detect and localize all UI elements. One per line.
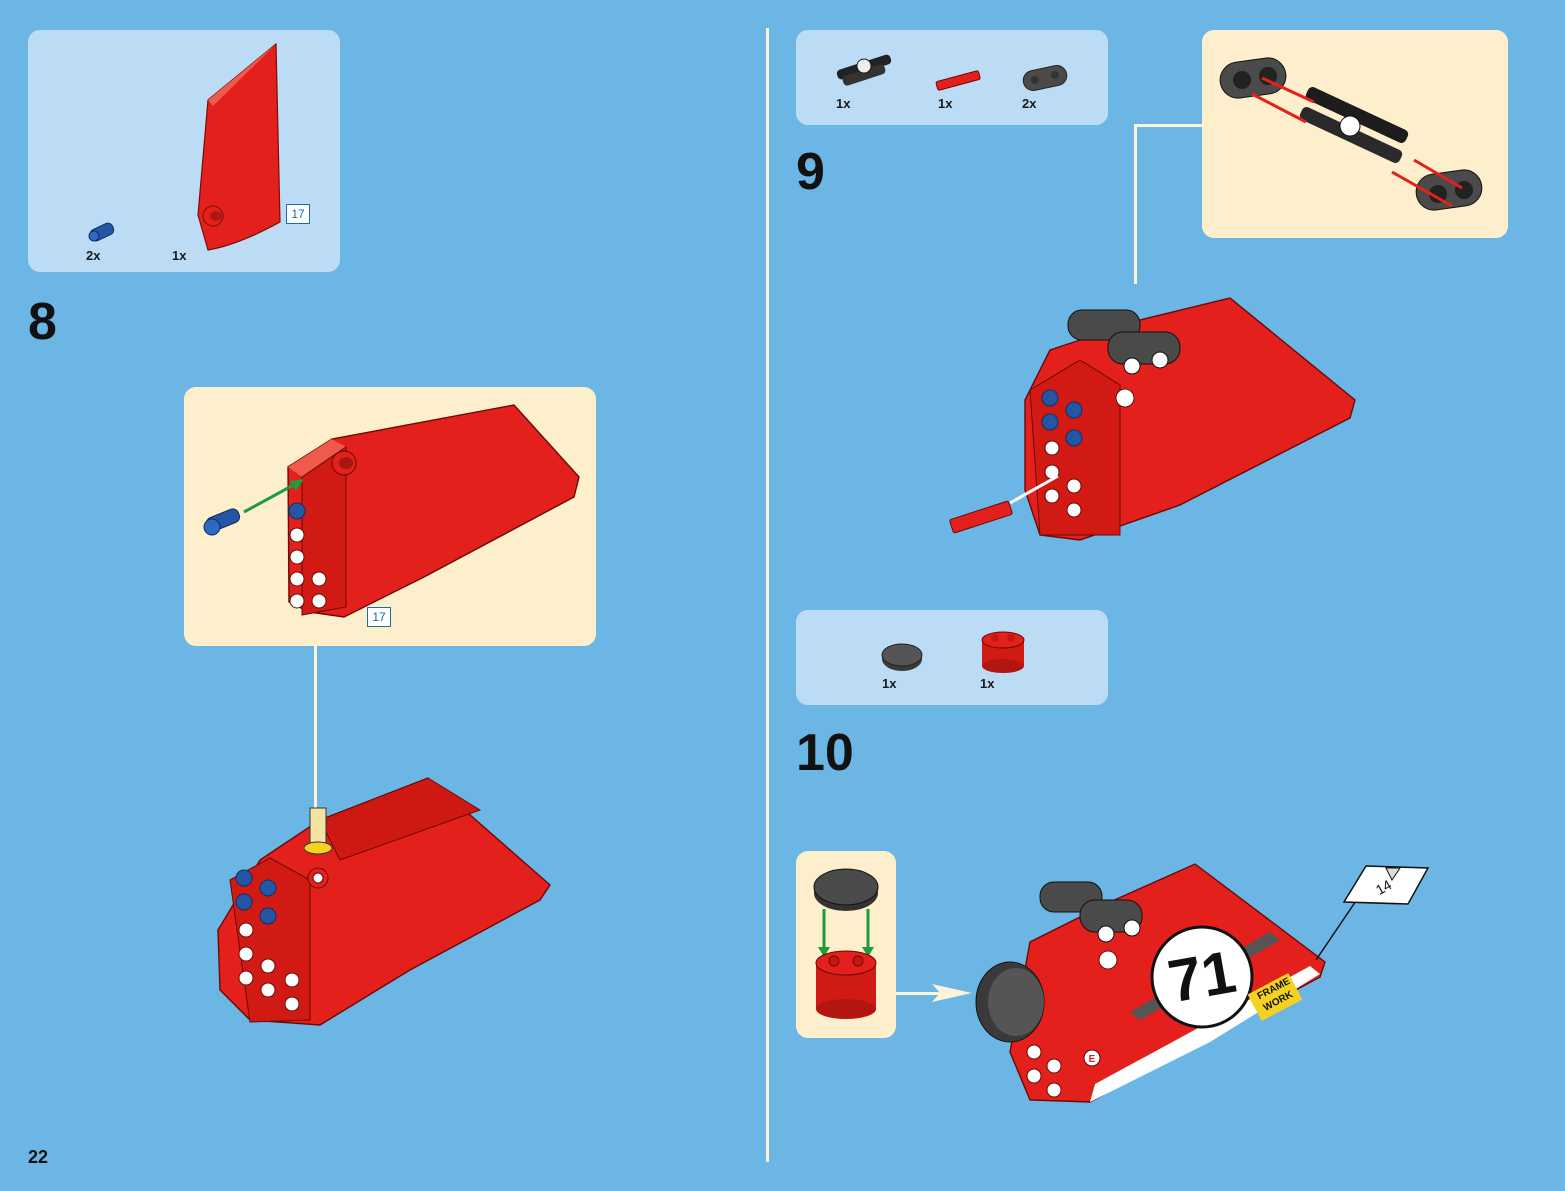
e-badge-decal: E <box>1089 1054 1096 1065</box>
part-qty: 2x <box>1022 96 1036 111</box>
subassembly-illustration <box>1202 30 1508 238</box>
part-qty: 2x <box>86 248 100 263</box>
sticker-callout: 14 <box>1340 864 1430 906</box>
subassembly-illustration <box>796 851 896 1038</box>
part-qty: 1x <box>938 96 952 111</box>
step9-parts-callout: 1x 1x 2x <box>796 30 1108 125</box>
step10-model-illustration: 71 FRAME WORK E <box>970 862 1350 1107</box>
red-round-brick-icon <box>978 626 1028 674</box>
step8-parts-callout: 2x 1x 17 <box>28 30 340 272</box>
part-reference-number: 17 <box>367 607 391 627</box>
step-number: 8 <box>28 296 57 348</box>
red-axle-icon <box>934 68 982 92</box>
part-qty: 1x <box>980 676 994 691</box>
dark-gray-liftarm-icon <box>1020 62 1070 92</box>
page-divider <box>766 28 769 1162</box>
race-number-decal: 71 <box>1163 938 1240 1016</box>
dark-gray-round-tile-icon <box>880 642 924 672</box>
red-panel-icon <box>168 40 288 250</box>
part-qty: 1x <box>836 96 850 111</box>
step-number: 10 <box>796 727 854 779</box>
step10-parts-callout: 1x 1x <box>796 610 1108 705</box>
callout-connector-line <box>1134 124 1204 127</box>
callout-connector-line <box>1134 124 1137 284</box>
page-number: 22 <box>28 1147 48 1168</box>
step8-subassembly-callout: 17 <box>184 387 596 646</box>
part-reference-number: 17 <box>286 204 310 224</box>
black-pin-assembly-icon <box>834 44 896 92</box>
step9-model-illustration <box>940 290 1360 550</box>
part-qty: 1x <box>172 248 186 263</box>
step8-model-illustration <box>210 770 560 1040</box>
blue-pin-icon <box>84 220 124 244</box>
step-number: 9 <box>796 146 825 198</box>
step10-subassembly-callout <box>796 851 896 1038</box>
step9-subassembly-callout <box>1202 30 1508 238</box>
arrow-right-icon <box>932 982 972 1004</box>
part-qty: 1x <box>882 676 896 691</box>
